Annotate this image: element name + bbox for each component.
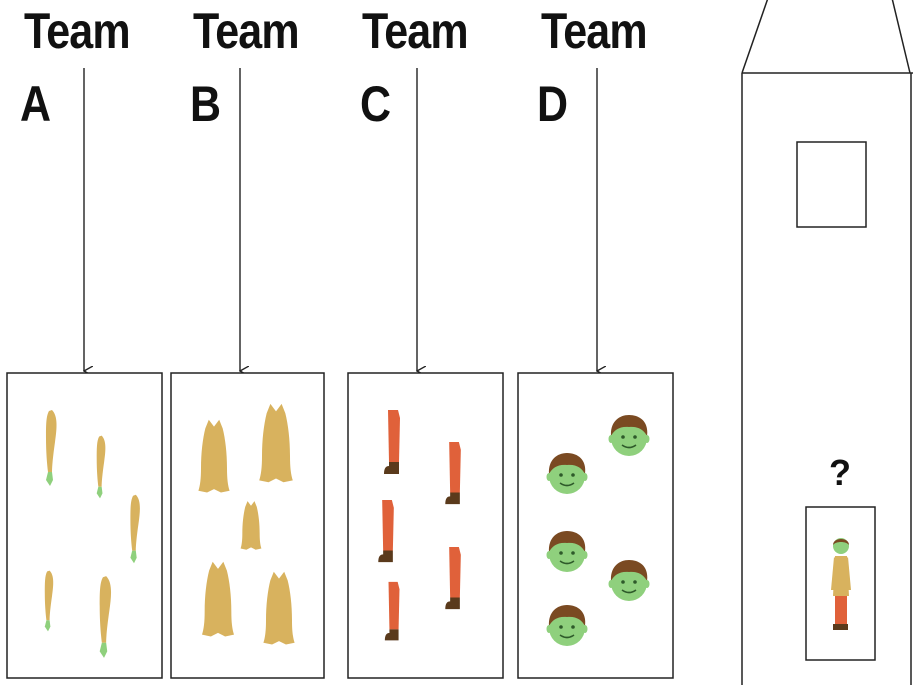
team-d-panel bbox=[517, 372, 674, 679]
team-a-letter: A bbox=[20, 76, 51, 132]
team-d-word: Team bbox=[541, 3, 648, 59]
team-a-word: Team bbox=[24, 3, 131, 59]
building-window bbox=[796, 141, 867, 228]
team-c-panel bbox=[347, 372, 504, 679]
team-d-letter: D bbox=[537, 76, 568, 132]
building-roof-left bbox=[741, 0, 769, 74]
building-roof-right bbox=[891, 0, 911, 74]
assembled-figure bbox=[831, 538, 851, 630]
team-c-word: Team bbox=[362, 3, 469, 59]
question-mark: ? bbox=[829, 452, 851, 493]
team-b-letter: B bbox=[190, 76, 221, 132]
team-c-letter: C bbox=[360, 76, 391, 132]
building bbox=[741, 0, 913, 685]
team-a-panel bbox=[6, 372, 163, 679]
team-b-word: Team bbox=[193, 3, 300, 59]
team-b-panel bbox=[170, 372, 325, 679]
